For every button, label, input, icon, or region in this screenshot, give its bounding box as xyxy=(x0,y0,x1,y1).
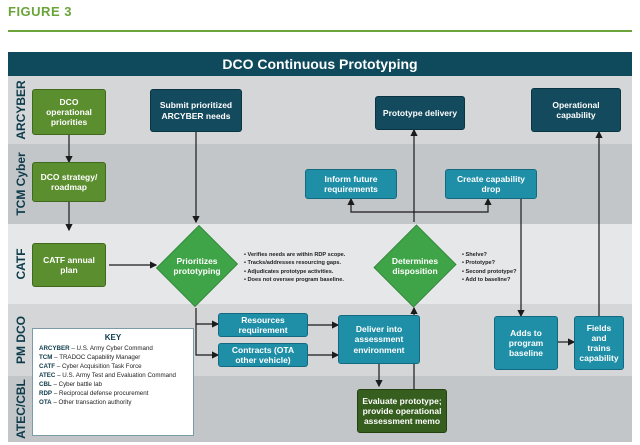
submit-needs-box: Submit prioritized ARCYBER needs xyxy=(150,89,242,132)
create-capability-drop-box: Create capability drop xyxy=(445,169,537,199)
key-definition: – TRADOC Capability Manager xyxy=(54,353,141,361)
figure-label: FIGURE 3 xyxy=(8,4,72,19)
diagram-frame: DCO Continuous Prototyping ARCYBER TCM C… xyxy=(8,52,632,442)
determines-disposition-diamond: Determines disposition xyxy=(373,223,457,309)
key-title: KEY xyxy=(104,333,122,342)
deliver-assessment-box: Deliver into assessment environment xyxy=(338,315,420,364)
key-definition: – Reciprocal defense procurement xyxy=(53,389,149,397)
key-abbr: ATEC xyxy=(39,371,56,379)
key-entry: OTA – Other transaction authority xyxy=(39,399,187,408)
key-definition: – U.S. Army Test and Evaluation Command xyxy=(57,371,177,379)
operational-capability-box: Operational capability xyxy=(531,88,621,132)
determines-disposition-label: Determines disposition xyxy=(391,255,439,276)
key-definition: – Other transaction authority xyxy=(53,398,132,406)
evaluate-prototype-box: Evaluate prototype; provide operational … xyxy=(357,389,447,433)
arrow-prioritizes-to-contracts xyxy=(195,324,220,359)
key-abbr: CATF xyxy=(39,362,56,370)
key-abbr: ARCYBER xyxy=(39,345,70,352)
diagram-title: DCO Continuous Prototyping xyxy=(8,52,632,76)
prioritize-note: Does not oversee program baseline. xyxy=(244,276,345,284)
key-abbr: CBL xyxy=(39,380,52,388)
contracts-box: Contracts (OTA other vehicle) xyxy=(218,343,308,367)
key-entry: CBL – Cyber battle lab xyxy=(39,381,187,390)
arrow-determines-to-inform xyxy=(347,197,414,213)
disposition-option: Second prototype? xyxy=(462,268,517,276)
disposition-options-list: Shelve? Prototype? Second prototype? Add… xyxy=(462,251,516,285)
prioritize-notes-list: Verifies needs are within RDP scope. Tra… xyxy=(244,251,345,285)
adds-to-baseline-box: Adds to program baseline xyxy=(494,316,558,370)
key-abbr: TCM xyxy=(39,353,53,361)
dco-strategy-roadmap-box: DCO strategy/ roadmap xyxy=(32,162,106,202)
prioritize-note: Tracks/addresses resourcing gaps. xyxy=(244,259,345,267)
key-entry: ARCYBER – U.S. Army Cyber Command xyxy=(39,345,187,354)
arrow-determines-to-create xyxy=(414,197,492,213)
prioritizes-prototyping-diamond: Prioritizes prototyping xyxy=(156,223,238,309)
lane-arcyber: ARCYBER xyxy=(8,76,632,144)
inform-future-requirements-box: Inform future requirements xyxy=(305,169,397,199)
arrow-prioritizes-to-resources xyxy=(195,308,220,328)
key-entry: RDP – Reciprocal defense procurement xyxy=(39,390,187,399)
key-abbr: RDP xyxy=(39,389,53,397)
dco-operational-priorities-box: DCO operational priorities xyxy=(32,89,106,135)
disposition-option: Prototype? xyxy=(462,259,516,267)
prioritize-note: Adjudicates prototype activities. xyxy=(244,268,345,276)
prototype-delivery-box: Prototype delivery xyxy=(375,96,465,130)
resources-requirement-box: Resources requirement xyxy=(218,313,308,337)
key-abbr: OTA xyxy=(39,398,52,406)
prioritize-note: Verifies needs are within RDP scope. xyxy=(244,251,346,259)
key-definition: – Cyber battle lab xyxy=(53,380,102,388)
key-entry: CATF – Cyber Acquisition Task Force xyxy=(39,363,187,372)
prioritizes-prototyping-label: Prioritizes prototyping xyxy=(173,255,221,276)
connector-arrows xyxy=(65,128,603,389)
figure-rule xyxy=(8,30,632,32)
key-entry: ATEC – U.S. Army Test and Evaluation Com… xyxy=(39,372,187,381)
disposition-option: Shelve? xyxy=(462,251,516,259)
fields-trains-box: Fields and trains capability xyxy=(574,316,624,370)
catf-annual-plan-box: CATF annual plan xyxy=(32,243,106,287)
disposition-option: Add to baseline? xyxy=(462,276,516,284)
key-definition: – Cyber Acquisition Task Force xyxy=(56,362,142,370)
key-entry: TCM – TRADOC Capability Manager xyxy=(39,354,187,363)
key-definition: – U.S. Army Cyber Command xyxy=(71,345,153,352)
